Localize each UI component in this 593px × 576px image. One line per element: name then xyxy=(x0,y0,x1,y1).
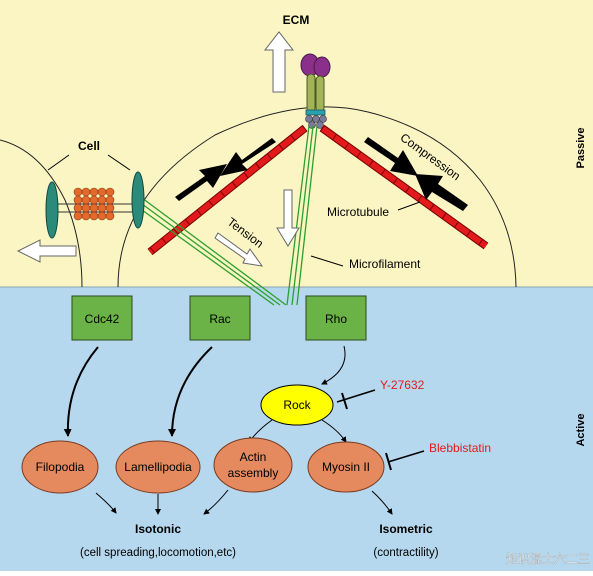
gtpase-box-rac: Rac xyxy=(189,295,251,341)
integrin-receptor xyxy=(300,53,331,129)
process-filopodia: Filopodia xyxy=(21,440,99,494)
gtpase-box-cdc42: Cdc42 xyxy=(71,295,133,341)
microfilament-label: Microfilament xyxy=(349,257,421,271)
active-side-label: Active xyxy=(575,413,587,446)
cell-pointer-right xyxy=(107,154,131,171)
rock-node: Rock xyxy=(260,384,334,426)
rock-inhibition-bar xyxy=(341,392,348,410)
cell-pointer-left xyxy=(47,154,70,171)
center-down-arrow xyxy=(276,189,300,247)
myosin-label: Myosin II xyxy=(322,460,370,474)
passive-background xyxy=(0,0,593,287)
compression-arrows-left xyxy=(175,138,276,201)
isometric-description: (contractility) xyxy=(373,547,438,559)
filopodia-label: Filopodia xyxy=(36,460,85,474)
arrow-myosin-to-isometric xyxy=(371,490,393,515)
rock-label: Rock xyxy=(283,398,311,412)
arrow-rac-to-lamellipodia xyxy=(168,346,213,437)
gtpase-label-rho: Rho xyxy=(325,312,347,326)
compression-arrows-right xyxy=(364,137,468,211)
gtpase-box-rho: Rho xyxy=(305,295,367,341)
arrow-rho-to-rock xyxy=(321,345,346,385)
isometric-label: Isometric xyxy=(379,522,433,536)
isotonic-label: Isotonic xyxy=(135,522,181,536)
arrow-rock-to-myosin xyxy=(321,419,347,443)
actin-label-line2: assembly xyxy=(228,466,279,480)
actin-label-line1: Actin xyxy=(240,450,267,464)
myosin-inhibition-line xyxy=(387,450,425,463)
microfilaments xyxy=(141,125,318,306)
y27632-label: Y-27632 xyxy=(380,378,425,392)
ecm-up-arrow xyxy=(263,31,295,93)
microtubule-left xyxy=(147,124,308,256)
lamellipodia-label: Lamellipodia xyxy=(124,460,192,474)
blebbistatin-label: Blebbistatin xyxy=(429,441,491,455)
myosin-inhibition-bar xyxy=(385,452,392,471)
gtpase-label-cdc42: Cdc42 xyxy=(85,312,120,326)
process-actin-assembly: Actin assembly xyxy=(213,437,293,493)
passive-side-label: Passive xyxy=(575,128,587,169)
ecm-label: ECM xyxy=(283,13,310,27)
small-cell-outline xyxy=(0,139,83,288)
microfilament-pointer xyxy=(310,255,344,267)
cell-left-arrow xyxy=(16,239,77,263)
large-cell-outline xyxy=(117,106,517,288)
microtubule-pointer xyxy=(397,201,421,211)
arrow-actin-to-isotonic xyxy=(203,489,229,515)
tension-arrow xyxy=(214,232,264,267)
isotonic-description: (cell spreading,locomotion,etc) xyxy=(80,547,236,559)
process-myosin: Myosin II xyxy=(307,441,385,493)
gtpase-label-rac: Rac xyxy=(209,312,230,326)
microtubule-right xyxy=(319,124,489,250)
process-lamellipodia: Lamellipodia xyxy=(115,440,201,494)
cell-cell-junction xyxy=(45,171,145,239)
watermark: 知识混士六二三 xyxy=(506,552,590,566)
microtubule-label: Microtubule xyxy=(327,205,389,219)
arrow-filopodia-to-isotonic xyxy=(95,492,117,514)
cell-label: Cell xyxy=(78,139,100,153)
arrow-cdc42-to-filopodia xyxy=(63,346,99,437)
